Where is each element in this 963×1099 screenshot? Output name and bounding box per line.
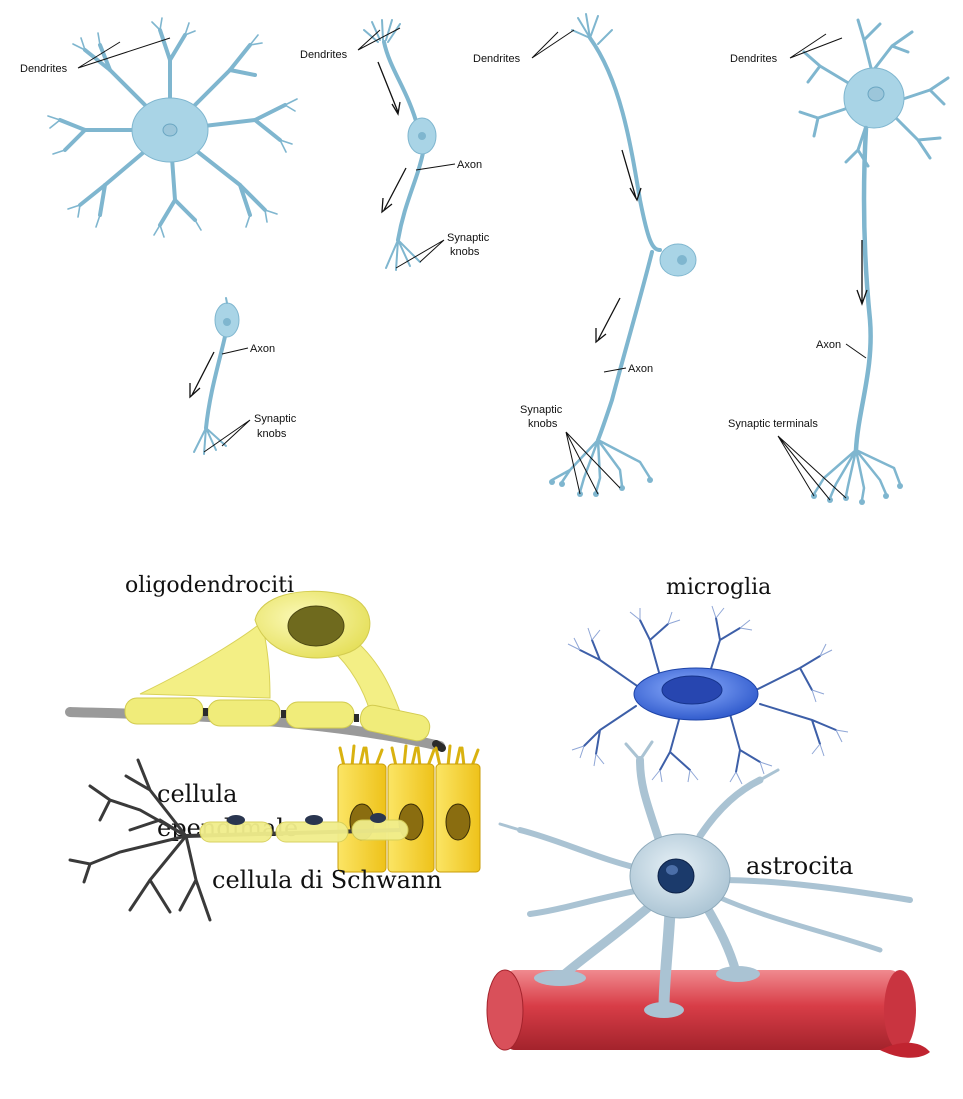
pseudounipolar-nucleus — [677, 255, 687, 265]
leader-axon-4 — [604, 368, 626, 372]
label-synaptic-2b: knobs — [450, 246, 480, 258]
oligo-process-left — [140, 622, 270, 698]
label-dendrites-1: Dendrites — [20, 63, 68, 75]
leader-dendrites-5 — [790, 34, 842, 58]
bipolar-terminals — [386, 240, 420, 270]
label-ependymal-1: cellula — [157, 780, 237, 808]
label-synaptic-3a: Synaptic — [254, 413, 297, 425]
unipolar-small-tip — [226, 298, 227, 303]
oligodendrocyte: oligodendrociti — [70, 573, 442, 748]
pyramidal-nucleus — [868, 87, 884, 101]
label-oligodendrociti: oligodendrociti — [125, 573, 294, 598]
astrocyte-nucleolus — [666, 865, 678, 875]
microglia: microglia — [568, 575, 848, 784]
label-dendrites-4: Dendrites — [473, 53, 521, 65]
bipolar-nucleus — [418, 132, 426, 140]
bipolar-dendritic-process — [384, 42, 418, 128]
multipolar-neuron: Dendrites — [20, 18, 297, 237]
pseudounipolar-axon — [598, 252, 652, 440]
leader-synaptic-4 — [566, 432, 620, 494]
multipolar-nucleus — [163, 124, 177, 136]
ependymal-cilia — [340, 746, 478, 766]
label-schwann: cellula di Schwann — [212, 866, 442, 894]
label-dendrites-2: Dendrites — [300, 49, 348, 61]
label-axon-5: Axon — [816, 339, 841, 351]
label-dendrites-5: Dendrites — [730, 53, 778, 65]
label-synaptic-4a: Synaptic — [520, 404, 563, 416]
blood-vessel-left-end — [487, 970, 523, 1050]
label-synaptic-terminals-5: Synaptic terminals — [728, 418, 818, 430]
unipolar-small-nucleus — [223, 318, 231, 326]
pseudounipolar-neuron: Dendrites Axon Synaptic knobs — [473, 14, 696, 497]
label-synaptic-4b: knobs — [528, 418, 558, 430]
microglia-nucleus — [662, 676, 722, 704]
ependymal-cells: cellula ependimale — [157, 746, 480, 872]
label-synaptic-3b: knobs — [257, 428, 287, 440]
label-microglia: microglia — [666, 575, 771, 600]
label-axon-4: Axon — [628, 363, 653, 375]
leader-axon-3 — [222, 348, 248, 354]
leader-synaptic-3 — [204, 420, 250, 452]
bipolar-axon — [398, 148, 424, 240]
pseudounipolar-terminals — [552, 440, 650, 492]
pyramidal-neuron: Dendrites Axon Synaptic terminals — [728, 20, 948, 505]
bipolar-neuron: Dendrites Axon Synaptic knobs — [300, 20, 490, 270]
blood-vessel-right-end — [884, 970, 916, 1050]
unipolar-small-terminals — [194, 428, 226, 454]
leader-dendrites-4 — [532, 30, 574, 58]
pseudounipolar-peripheral-process — [590, 38, 660, 250]
astrocyte: astrocita — [487, 742, 930, 1058]
pyramidal-terminals — [814, 450, 900, 500]
oligo-nucleus — [288, 606, 344, 646]
arrow-bipolar-1 — [378, 62, 400, 114]
label-axon-2: Axon — [457, 159, 482, 171]
label-astrocita: astrocita — [746, 852, 853, 880]
unipolar-small-axon — [206, 332, 226, 428]
astrocyte-nucleus — [658, 859, 694, 893]
arrow-pseudounipolar-2 — [596, 298, 620, 342]
label-axon-3: Axon — [250, 343, 275, 355]
arrow-bipolar-2 — [382, 168, 406, 212]
unipolar-small-neuron: Axon Synaptic knobs — [190, 298, 297, 454]
leader-axon-5 — [846, 344, 866, 358]
pyramidal-axon — [856, 128, 871, 450]
label-synaptic-2a: Synaptic — [447, 232, 490, 244]
